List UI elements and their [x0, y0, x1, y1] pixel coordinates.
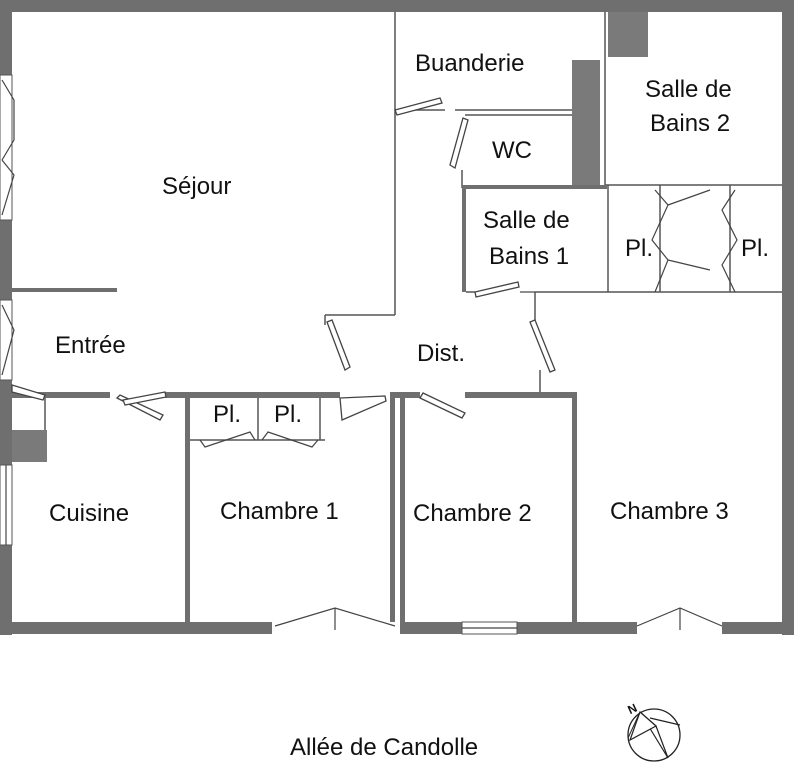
- room-sejour: Séjour: [162, 173, 231, 200]
- left-windows: [0, 74, 15, 546]
- room-labels: Séjour Buanderie Salle de Bains 2 WC Sal…: [49, 50, 769, 527]
- room-dist: Dist.: [417, 340, 465, 367]
- room-chambre-2: Chambre 2: [413, 500, 532, 527]
- compass-icon: N: [625, 701, 681, 762]
- interior-walls: [12, 12, 782, 622]
- room-placard-ch1-left: Pl.: [213, 401, 241, 428]
- room-salle-de-bains-1-l2: Bains 1: [489, 243, 569, 270]
- room-entree: Entrée: [55, 332, 126, 359]
- room-placard-sdb-right: Pl.: [741, 235, 769, 262]
- room-chambre-1: Chambre 1: [220, 498, 339, 525]
- room-placard-ch1-right: Pl.: [274, 401, 302, 428]
- room-salle-de-bains-2-l1: Salle de: [645, 76, 732, 103]
- doors: [11, 97, 738, 635]
- room-buanderie: Buanderie: [415, 50, 524, 77]
- room-salle-de-bains-1-l1: Salle de: [483, 207, 570, 234]
- room-chambre-3: Chambre 3: [610, 498, 729, 525]
- room-cuisine: Cuisine: [49, 500, 129, 527]
- room-wc: WC: [492, 137, 532, 164]
- street-name: Allée de Candolle: [290, 734, 478, 761]
- room-salle-de-bains-2-l2: Bains 2: [650, 110, 730, 137]
- room-placard-sdb-left: Pl.: [625, 235, 653, 262]
